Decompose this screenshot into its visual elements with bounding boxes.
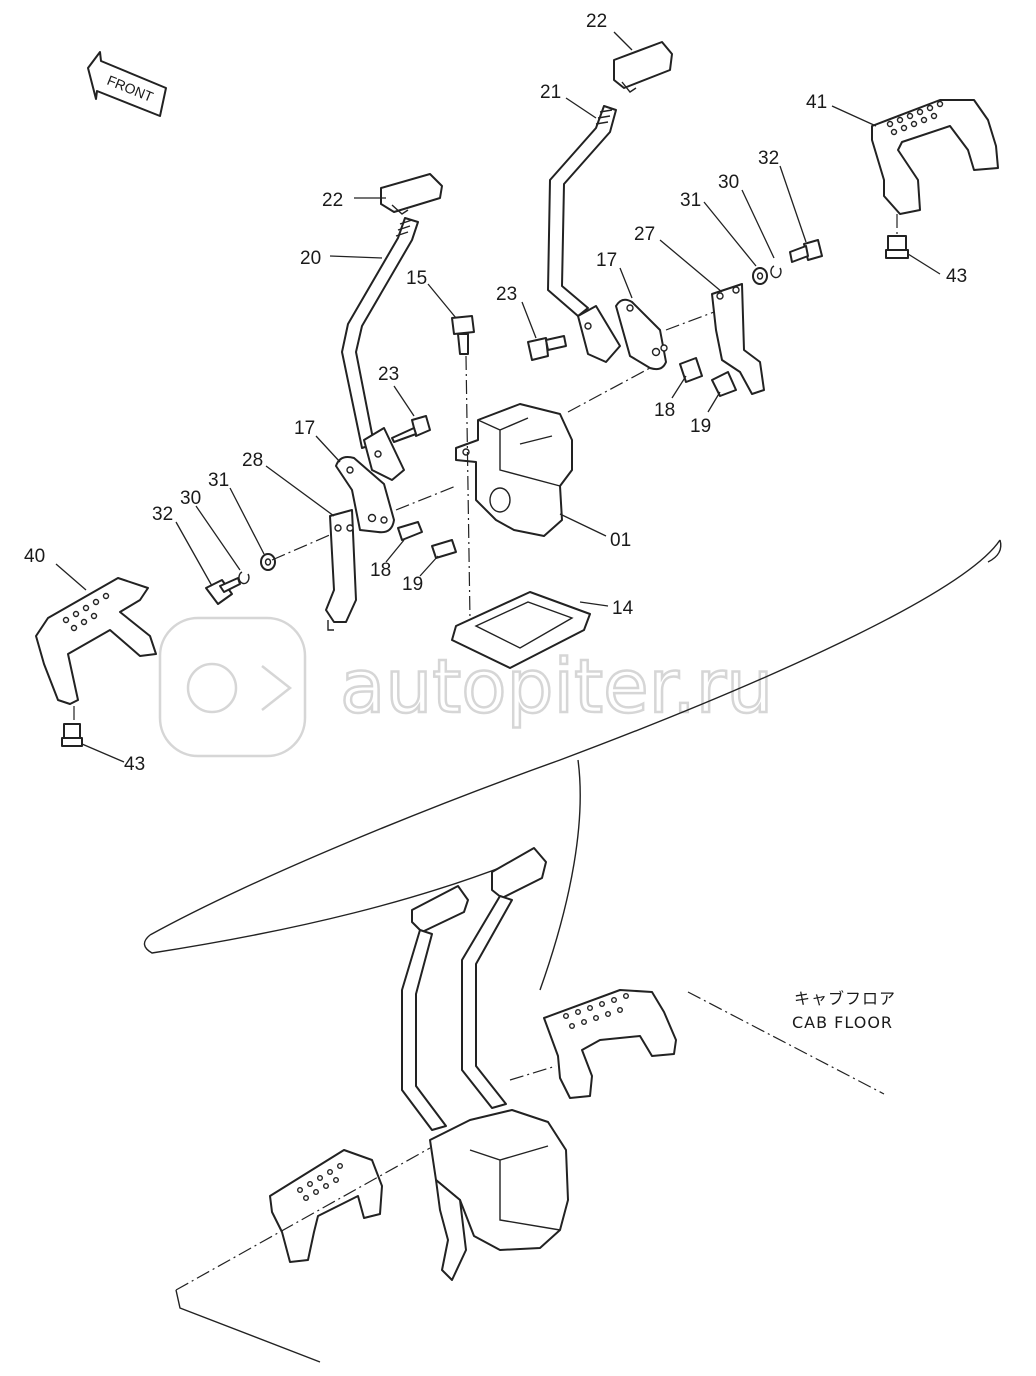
assembly-line-15-14 <box>465 355 471 621</box>
washer-31-left <box>260 553 276 571</box>
cab-floor-label-en: CAB FLOOR <box>792 1013 893 1032</box>
callout-22-left: 22 <box>322 190 343 211</box>
bolt-43-right <box>885 235 909 259</box>
callout-41: 41 <box>806 92 827 113</box>
assembly-line-31-28 <box>271 533 333 561</box>
watermark: autopiter.ru <box>158 616 774 758</box>
callout-19-left: 19 <box>402 574 423 595</box>
callout-18-right: 18 <box>654 400 675 421</box>
pin-19-right <box>711 371 737 397</box>
callout-32-right: 32 <box>758 148 779 169</box>
callout-30-right: 30 <box>718 172 739 193</box>
callout-14: 14 <box>612 598 634 619</box>
front-arrow-icon <box>87 51 167 117</box>
cab-floor-line-mid <box>509 1065 557 1081</box>
assembled-view <box>269 847 677 1281</box>
bracket-27 <box>711 283 765 395</box>
bolt-43-left <box>61 723 83 747</box>
watermark-logo-circle <box>186 662 238 714</box>
gasket-14 <box>451 591 591 669</box>
callout-21: 21 <box>540 82 561 103</box>
pedal-block-right <box>577 305 621 363</box>
bolt-23-left <box>391 415 431 443</box>
pedal-valve-01 <box>455 403 573 537</box>
callout-17-right: 17 <box>596 250 617 271</box>
cab-floor-label-jp: キャブフロア <box>794 989 896 1008</box>
pin-18-left <box>397 521 423 541</box>
callout-labels: 22 21 41 32 30 31 27 17 43 22 20 15 23 2… <box>24 11 967 775</box>
callout-27: 27 <box>634 224 655 245</box>
pin-18-right <box>679 357 703 383</box>
section-divider-curve <box>149 539 1001 936</box>
callout-17-left: 17 <box>294 418 315 439</box>
watermark-logo-chevron <box>261 665 293 711</box>
callout-43-left: 43 <box>124 754 145 775</box>
pedal-cap-22-right <box>613 41 673 93</box>
section-divider-hook <box>143 859 521 954</box>
bolt-32-right <box>789 239 823 263</box>
bolt-15 <box>451 315 475 355</box>
callout-15: 15 <box>406 268 427 289</box>
callout-23-left: 23 <box>378 364 399 385</box>
callout-40: 40 <box>24 546 45 567</box>
cab-floor-line-upper <box>687 991 885 1095</box>
footrest-41 <box>871 99 999 215</box>
pedal-block-left <box>363 427 405 481</box>
assembly-line-17-valve <box>395 485 457 511</box>
callout-18-left: 18 <box>370 560 391 581</box>
footrest-40 <box>35 577 157 705</box>
callout-22-right: 22 <box>586 11 607 32</box>
bolt-23-right <box>527 335 567 361</box>
arm-17-left <box>335 456 395 534</box>
washer-31-right <box>752 267 768 285</box>
callout-31-left: 31 <box>208 470 229 491</box>
callout-31-right: 31 <box>680 190 701 211</box>
callout-20: 20 <box>300 248 321 269</box>
callout-23-right: 23 <box>496 284 517 305</box>
callout-32-left: 32 <box>152 504 173 525</box>
pedal-rod-20 <box>341 217 419 449</box>
callout-43-right: 43 <box>946 266 967 287</box>
front-arrow: FRONT <box>87 51 167 117</box>
assembly-line-17-27 <box>665 311 715 331</box>
section-lead-line <box>539 759 581 991</box>
bolt-32-left <box>205 577 241 605</box>
lockwasher-30-right <box>770 265 782 279</box>
callout-19-right: 19 <box>690 416 711 437</box>
assembly-line-valve-17 <box>567 367 651 413</box>
pedal-rod-21 <box>547 105 617 317</box>
cab-floor-edge <box>175 1289 321 1363</box>
arm-17-right <box>615 298 668 371</box>
section-divider-end <box>987 539 1002 563</box>
pedal-cap-22-left <box>380 173 443 215</box>
lockwasher-30-left <box>238 571 250 585</box>
callout-28: 28 <box>242 450 263 471</box>
callout-01: 01 <box>610 530 631 551</box>
bracket-28 <box>325 509 357 631</box>
watermark-logo-box <box>158 616 307 758</box>
cab-floor-line-lower <box>175 1147 431 1291</box>
watermark-text: autopiter.ru <box>340 644 773 730</box>
pin-19-left <box>431 539 457 559</box>
cab-floor-note: キャブフロア CAB FLOOR <box>792 989 896 1032</box>
callout-30-left: 30 <box>180 488 201 509</box>
leader-lines <box>55 31 941 763</box>
